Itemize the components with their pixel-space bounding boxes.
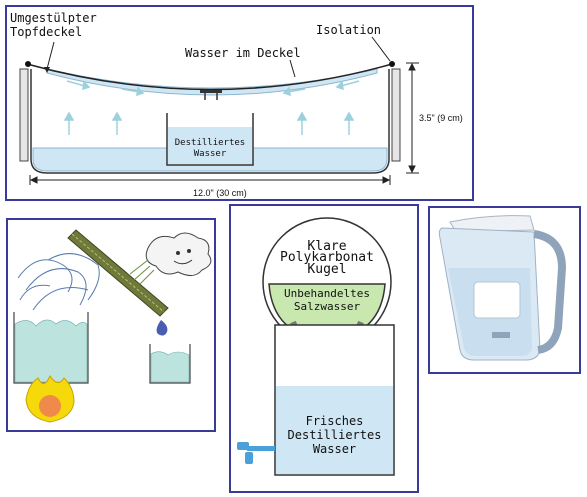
width-dimension-label: 12.0" (30 cm) — [193, 188, 247, 198]
heated-beaker — [13, 312, 89, 384]
water-in-lid-label: Wasser im Deckel — [185, 46, 301, 60]
steam-arrows — [63, 111, 355, 135]
fresh-label-line1: Frisches — [305, 414, 364, 428]
sphere-label-line1: Klare — [307, 239, 347, 254]
cup-distilled-water — [168, 127, 252, 164]
width-dimension-line — [29, 175, 391, 185]
insulation-right — [391, 68, 401, 162]
droplet-icon — [156, 320, 168, 336]
fresh-water — [276, 386, 393, 474]
filter-pitcher-photo — [428, 206, 581, 374]
distilled-label-line2: Wasser — [193, 149, 227, 159]
filter-cartridge — [473, 281, 521, 319]
lid-rim-left — [25, 61, 31, 67]
distillation-illustration — [6, 218, 216, 432]
pot-body — [30, 69, 390, 174]
sphere-still-diagram: Klare Polykarbonat Kugel Unbehandeltes S… — [229, 204, 419, 493]
flow-arrows — [66, 80, 360, 97]
sphere-label-line2: Polykarbonat — [280, 250, 374, 265]
faucet-icon — [237, 442, 275, 464]
height-dimension-line — [406, 62, 419, 174]
distilled-label-line1: Destilliertes — [174, 138, 246, 148]
steam-wisps — [17, 253, 100, 311]
lid-rim-right — [389, 61, 395, 67]
filter-pitcher-drawing — [438, 215, 567, 361]
pot-still-drawing — [19, 36, 419, 185]
lid-label-line2: Topfdeckel — [10, 25, 83, 39]
lid-label-line1: Umgestülpter — [10, 11, 97, 25]
flame-icon — [25, 374, 75, 423]
height-dimension-label: 3.5" (9 cm) — [419, 113, 463, 123]
sphere-label-line3: Kugel — [307, 262, 347, 277]
pitcher-handle — [533, 230, 567, 354]
inverted-lid — [26, 63, 393, 91]
saltwater-label-line1: Unbehandeltes — [283, 287, 371, 300]
insulation-left — [19, 68, 29, 162]
pot-still-diagram: Umgestülpter Topfdeckel Isolation Wasser… — [5, 5, 474, 201]
insulation-label: Isolation — [316, 23, 382, 37]
pitcher-lid — [449, 215, 535, 233]
fresh-label-line2: Destilliertes — [287, 428, 382, 442]
condenser-tube — [67, 229, 169, 317]
lid-knob — [200, 90, 222, 93]
fresh-label-line3: Wasser — [312, 442, 357, 456]
collection-beaker — [149, 344, 191, 384]
wind-lines — [129, 259, 155, 285]
sphere-still-drawing — [237, 217, 395, 476]
saltwater-label-line2: Salzwasser — [293, 300, 361, 313]
distillation-drawing — [13, 229, 212, 423]
cloud-icon — [145, 232, 212, 276]
